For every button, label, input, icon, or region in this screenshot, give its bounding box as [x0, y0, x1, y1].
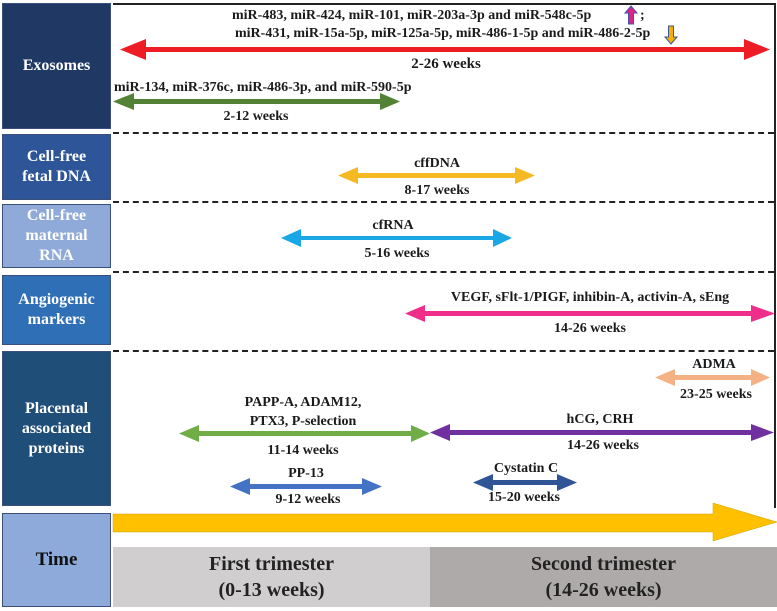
- pp13-range: 9-12 weeks: [275, 492, 341, 507]
- angiogenic-range: 14-26 weeks: [554, 321, 626, 336]
- pp13-arrow: [230, 478, 382, 495]
- pappa-range: 11-14 weeks: [267, 443, 339, 458]
- second-trimester-range: (14-26 weeks): [545, 579, 662, 601]
- separator-line: [113, 350, 774, 352]
- first-trimester-band: First trimester (0-13 weeks): [113, 547, 430, 607]
- cffdna-arrow: [338, 167, 535, 184]
- row-label-cell-free-fetal-dna: Cell-free fetal DNA: [2, 134, 111, 200]
- exosomes-upregulated-label: miR-483, miR-424, miR-101, miR-203a-3p a…: [232, 7, 591, 24]
- cfrna-range: 5-16 weeks: [364, 246, 430, 261]
- cystatin-range: 15-20 weeks: [488, 490, 560, 505]
- row-label-time: Time: [2, 513, 111, 607]
- adma-arrow: [655, 369, 770, 386]
- hcg-markers: hCG, CRH: [566, 412, 634, 427]
- row-label-cell-free-maternal-rna: Cell-free maternal RNA: [2, 204, 111, 268]
- cffdna-range: 8-17 weeks: [404, 183, 470, 198]
- exosomes-early-range: 2-12 weeks: [223, 109, 289, 124]
- cystatin-marker: Cystatin C: [493, 461, 559, 476]
- up-arrow-icon: [624, 5, 638, 25]
- frame-top-border: [113, 3, 774, 5]
- separator-line: [113, 132, 774, 134]
- frame-right-border: [774, 3, 776, 508]
- cfrna-marker: cfRNA: [372, 218, 414, 233]
- angiogenic-arrow: [405, 305, 775, 322]
- separator-line: [113, 201, 774, 203]
- exosomes-upregulated-text: miR-483, miR-424, miR-101, miR-203a-3p a…: [232, 8, 592, 23]
- adma-marker: ADMA: [692, 357, 736, 372]
- separator-line: [113, 271, 774, 273]
- pappa-arrow: [179, 425, 430, 442]
- pp13-marker: PP-13: [288, 466, 324, 481]
- adma-range: 23-25 weeks: [680, 387, 752, 402]
- second-trimester-band: Second trimester (14-26 weeks): [430, 547, 777, 607]
- row-label-exosomes: Exosomes: [2, 3, 111, 129]
- exosomes-downregulated-text: miR-431, miR-15a-5p, miR-125a-5p, miR-48…: [235, 26, 651, 41]
- cystatin-arrow: [473, 474, 577, 491]
- pappa-markers: PAPP-A, ADAM12, PTX3, P-selection: [244, 395, 362, 429]
- row-label-placental-associated-proteins: Placental associated proteins: [2, 351, 111, 506]
- second-trimester-name: Second trimester: [531, 553, 676, 575]
- exosomes-early-arrow: [113, 93, 400, 110]
- angiogenic-markers-list: VEGF, sFlt-1/PIGF, inhibin-A, activin-A,…: [450, 290, 730, 305]
- exosomes-main-arrow: [120, 39, 770, 60]
- hcg-range: 14-26 weeks: [567, 438, 639, 453]
- first-trimester-name: First trimester: [209, 553, 334, 575]
- exosomes-main-range: 2-26 weeks: [411, 56, 481, 72]
- time-arrow: [112, 502, 777, 542]
- row-label-angiogenic-markers: Angiogenic markers: [2, 275, 111, 345]
- cffdna-marker: cffDNA: [414, 156, 460, 171]
- exosomes-downregulated-label: miR-431, miR-15a-5p, miR-125a-5p, miR-48…: [235, 25, 650, 42]
- cfrna-arrow: [281, 229, 512, 247]
- exosomes-separator: ;: [640, 8, 645, 23]
- down-arrow-icon: [664, 25, 678, 45]
- first-trimester-range: (0-13 weeks): [218, 579, 325, 601]
- hcg-arrow: [430, 424, 774, 441]
- exosomes-early-markers: miR-134, miR-376c, miR-486-3p, and miR-5…: [114, 80, 412, 95]
